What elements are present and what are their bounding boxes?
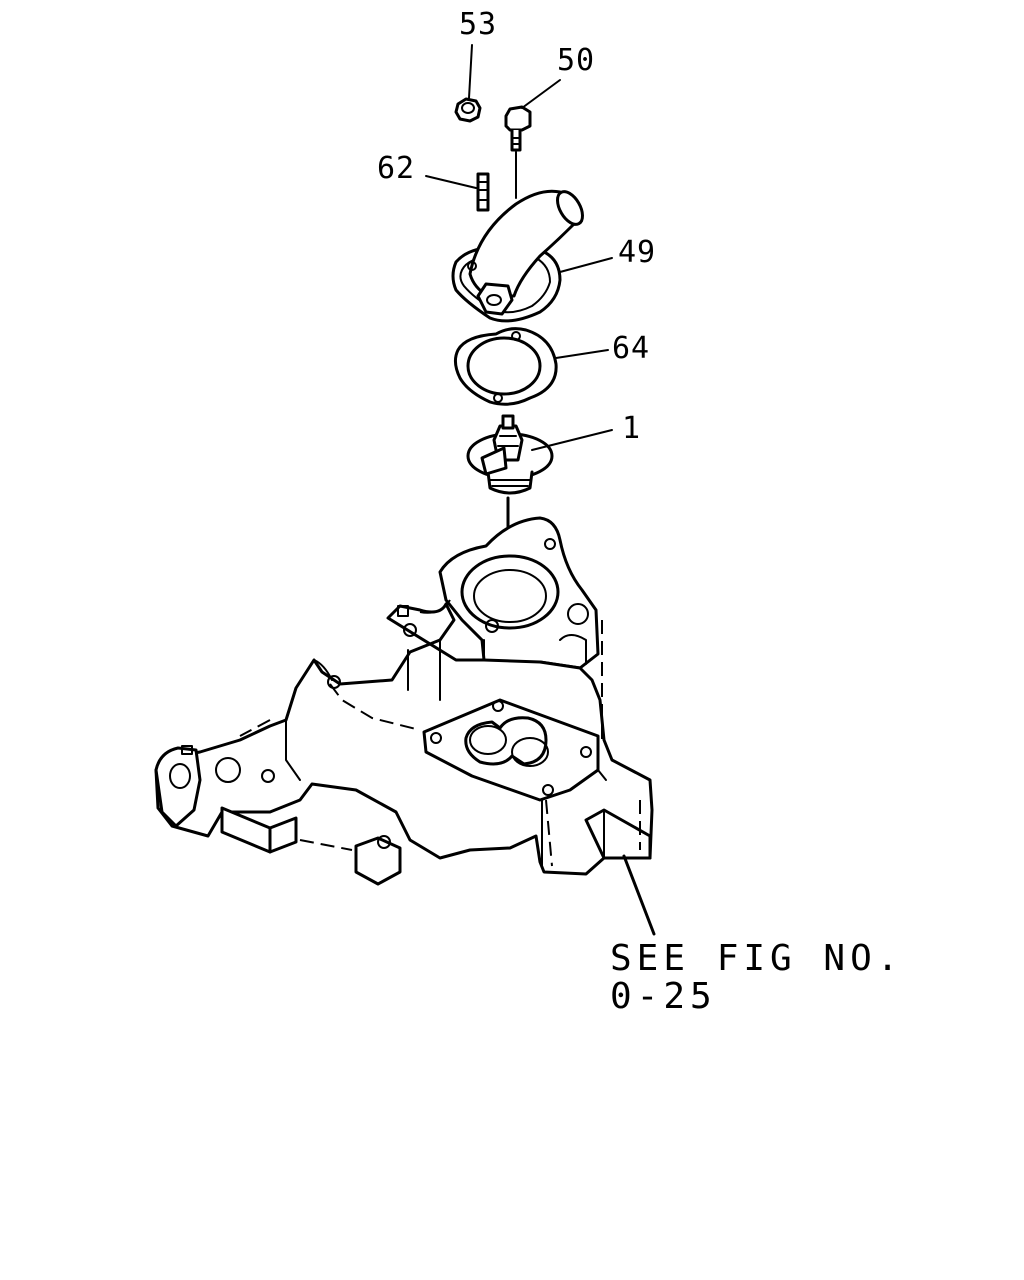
callout-50: 50	[557, 43, 596, 78]
callout-1: 1	[622, 411, 642, 446]
callout-62: 62	[377, 151, 416, 186]
gasket-64	[453, 327, 609, 406]
callout-64: 64	[612, 331, 651, 366]
bolt-50	[504, 79, 561, 199]
callout-49: 49	[618, 235, 657, 270]
see-fig-reference: SEE FIG NO. 0-25	[610, 940, 903, 1016]
nut-53	[454, 44, 482, 123]
water-outlet-49	[451, 189, 613, 323]
stud-62	[425, 172, 490, 212]
see-fig-line2: 0-25	[610, 975, 717, 1017]
manifold-housing	[154, 516, 656, 936]
callout-53: 53	[459, 7, 498, 42]
see-fig-line1: SEE FIG NO.	[610, 938, 904, 979]
